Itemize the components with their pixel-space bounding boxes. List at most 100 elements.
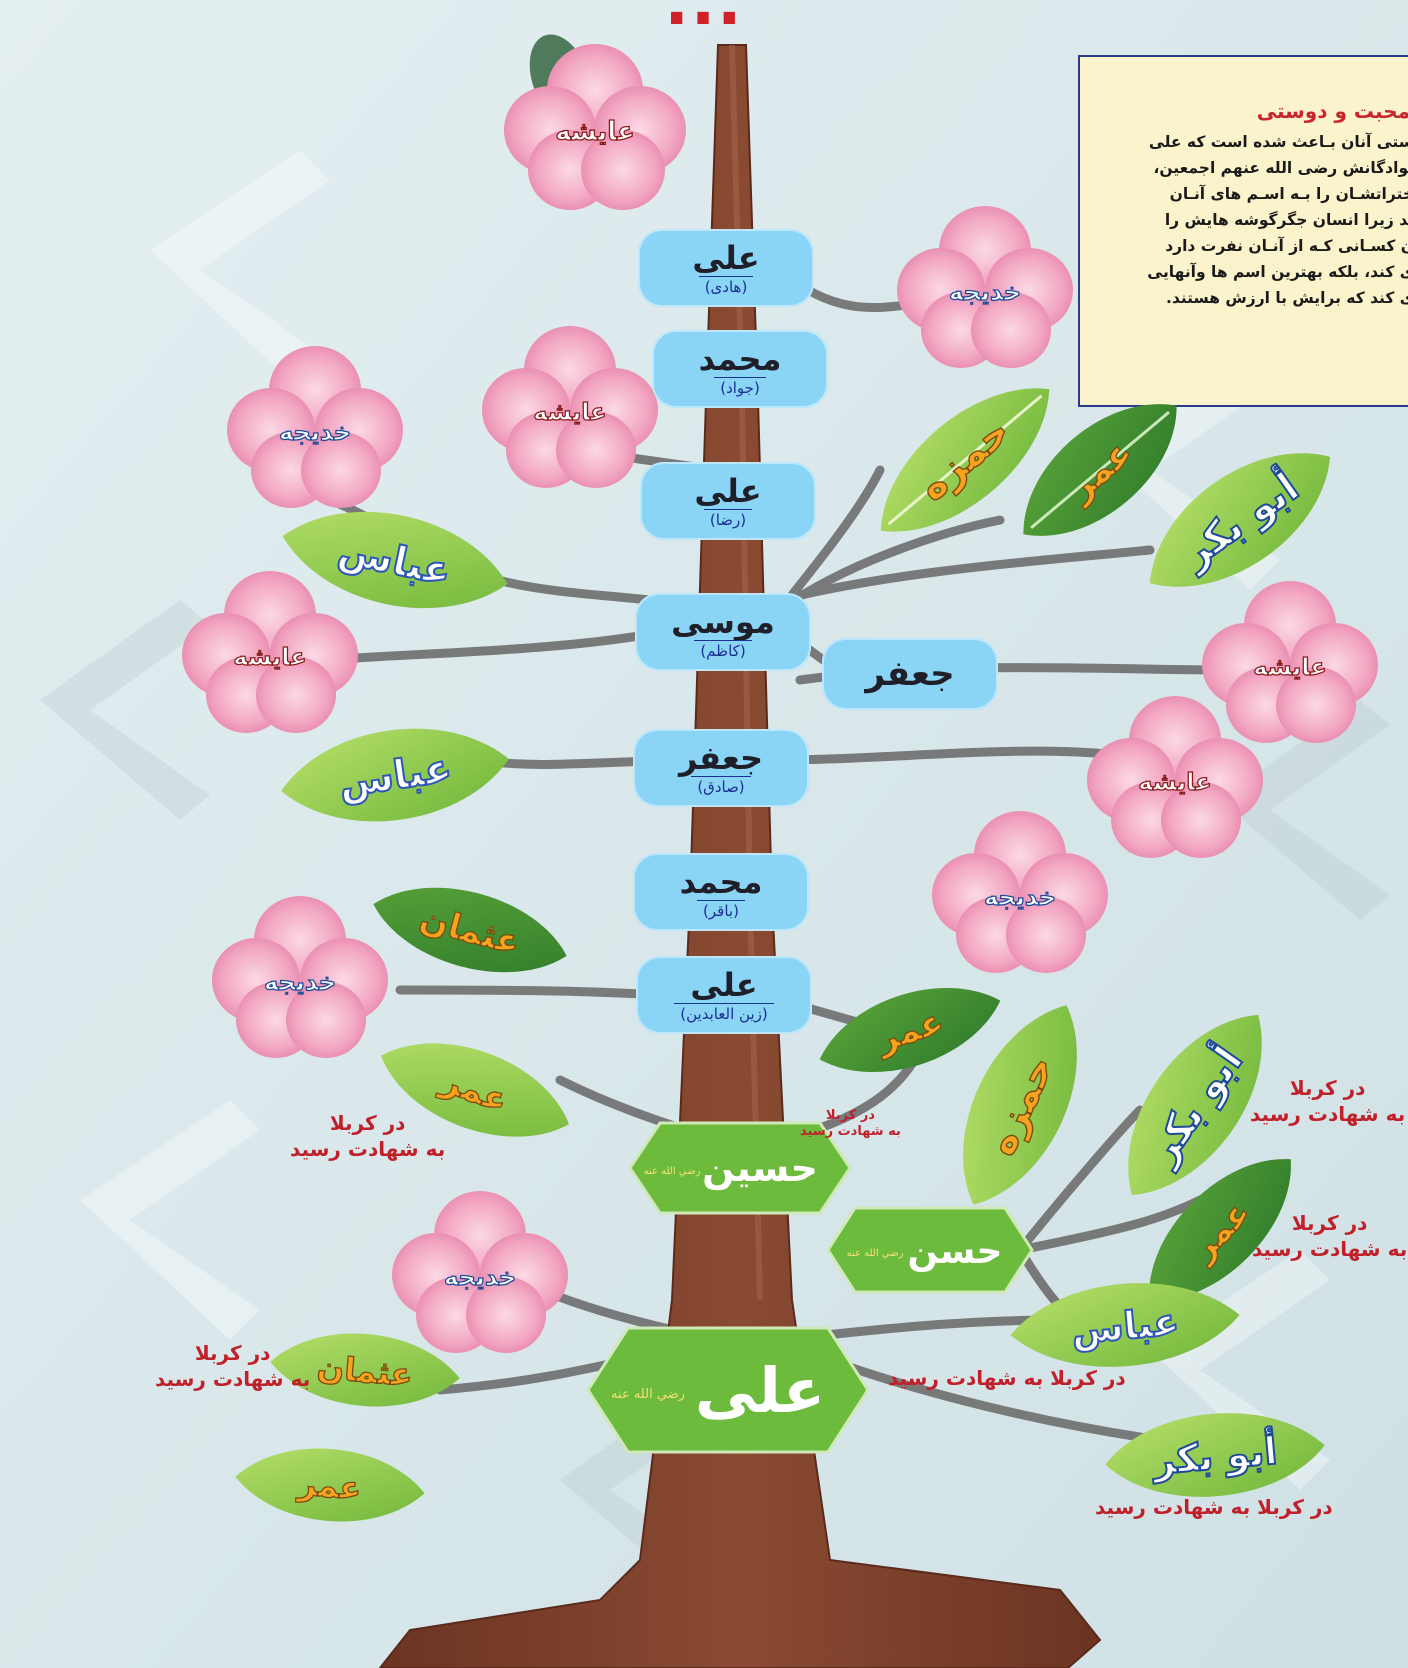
info-line: ختراتشـان را بـه اسـم های آنـان (1169, 185, 1408, 203)
info-line: ی کند که برایش با ارزش هستند. (1166, 289, 1408, 307)
note-line: در کربلا (1289, 1076, 1366, 1100)
imam-title: (کاظم) (694, 639, 752, 661)
karbala-note-omar-left: در کربلا به شهادت رسید (290, 1110, 445, 1162)
leaf-omar-1: عمر (1023, 404, 1177, 536)
flower-khadija-2: خدیجه (227, 346, 403, 508)
karbala-note-abbas: در کربلا به شهادت رسید (888, 1366, 1126, 1390)
hexagon-hasan-label: حسن (908, 1231, 1003, 1272)
imam-pill: علی (هادی) (638, 229, 814, 307)
flower-khadija-1: خدیجه (897, 206, 1073, 368)
imam-title: (رضا) (703, 508, 753, 530)
imam-pill: موسی (کاظم) (635, 593, 811, 671)
flower-label: عایشه (233, 643, 306, 671)
flower-label: خدیجه (264, 968, 336, 996)
info-line: ستی آنان بـاعث شده است که علی (1148, 133, 1408, 151)
imam-title: (زین العابدین) (674, 1002, 774, 1024)
flower-khadija-4: خدیجه (212, 896, 388, 1058)
info-heading: محبت و دوستی (1256, 99, 1408, 123)
leaf-label: عباس (1069, 1299, 1181, 1352)
leaf-label: عمر (295, 1464, 363, 1508)
leaf-abbas-3: عباس (1010, 1283, 1240, 1367)
karbala-note-abubakr-bottom: در کربلا به شهادت رسید (1095, 1495, 1333, 1519)
karbala-note-hussein: در کربلا به شهادت رسید (800, 1108, 901, 1140)
note-line: در کربلا (194, 1341, 271, 1365)
honorific: رضي الله عنه (847, 1248, 904, 1259)
info-line: ی کند، بلکه بهترین اسم ها وآنهایی (1147, 263, 1408, 281)
flower-khadija-3: خدیجه (932, 811, 1108, 973)
note-line: در کربلا به شهادت رسید (1095, 1495, 1333, 1519)
flower-aisha-3: عایشه (182, 571, 358, 733)
info-line: ن کسـانی کـه از آنـان نفرت دارد (1165, 237, 1408, 255)
flower-label: خدیجه (949, 278, 1021, 306)
note-line: به شهادت رسید (1252, 1237, 1408, 1261)
leaf-abbas-2: عباس (281, 728, 509, 822)
imam-name: علی (692, 238, 760, 277)
leaf-uthman-1: عثمان (373, 887, 567, 973)
imam-title: (باقر) (697, 899, 745, 921)
imam-name: علی (694, 471, 762, 510)
flower-label: عایشه (555, 117, 635, 147)
flower-aisha-2: عایشه (482, 326, 658, 488)
imam-name: محمد (679, 862, 763, 901)
note-line: در کربلا (825, 1108, 875, 1123)
flower-label: خدیجه (444, 1263, 516, 1291)
imam-pill: جعفر (صادق) (633, 729, 809, 807)
note-line: به شهادت رسید (800, 1124, 901, 1139)
karbala-note-omar-right: در کربلا به شهادت رسید (1252, 1210, 1407, 1262)
flower-khadija-5: خدیجه (392, 1191, 568, 1353)
leaf-omar-3: عمر (381, 1043, 569, 1137)
flower-aisha-1: عایشه (504, 34, 686, 210)
hexagon-hussein-label: حسین (702, 1146, 818, 1190)
imam-pill: علی (زین العابدین) (636, 956, 812, 1034)
leaf-omar-5: عمر (235, 1448, 425, 1522)
imam-title: (هادی) (698, 275, 754, 297)
leaf-hamzah-2: حمزه (963, 1005, 1077, 1205)
honorific: رضي الله عنه (611, 1387, 685, 1402)
flower-label: عایشه (1138, 768, 1211, 796)
page-title: ... (664, 0, 744, 40)
note-line: به شهادت رسید (1250, 1102, 1406, 1126)
imam-title: (صادق) (691, 775, 751, 797)
honorific: رضي الله عنه (644, 1166, 701, 1177)
karbala-note-abubakr: در کربلا به شهادت رسید (1250, 1075, 1405, 1127)
hexagon-ali: رضي الله عنه علی (586, 1326, 870, 1454)
hexagon-hussein: رضي الله عنه حسین (628, 1121, 852, 1215)
flower-aisha-5: عایشه (1087, 696, 1263, 858)
imam-pill: علی (رضا) (640, 462, 816, 540)
note-line: در کربلا (1291, 1211, 1368, 1235)
imam-title: (جواد) (714, 376, 766, 398)
imam-name: محمد (698, 339, 782, 378)
jafar-name: جعفر (865, 654, 955, 694)
info-box: محبت و دوستی ستی آنان بـاعث شده است که ع… (1078, 55, 1408, 407)
imam-name: موسی (671, 602, 775, 641)
info-body: ستی آنان بـاعث شده است که علی نوادگانش ر… (1080, 129, 1408, 311)
karbala-note-uthman: در کربلا به شهادت رسید (155, 1340, 310, 1392)
note-line: در کربلا به شهادت رسید (888, 1366, 1126, 1390)
info-line: نوادگانش رضی الله عنهم اجمعین، (1153, 159, 1408, 177)
imam-name: علی (690, 965, 758, 1004)
leaf-abubakr-3: أبو بكر (1105, 1413, 1325, 1497)
flower-label: خدیجه (279, 418, 351, 446)
flower-aisha-4: عایشه (1202, 581, 1378, 743)
note-line: به شهادت رسید (155, 1367, 311, 1391)
note-line: به شهادت رسید (290, 1137, 446, 1161)
note-line: در کربلا (329, 1111, 406, 1135)
leaf-abbas-1: عباس (282, 511, 508, 609)
leaf-omar-2: عمر (819, 988, 1001, 1072)
leaf-uthman-2: عثمان (270, 1333, 460, 1407)
flower-label: عایشه (533, 398, 606, 426)
title-strip: ... (0, 0, 1408, 42)
flower-label: خدیجه (984, 883, 1056, 911)
info-line: ند زیرا انسان جگرگوشه هایش را (1164, 211, 1408, 229)
hexagon-hasan: رضي الله عنه حسن (826, 1206, 1034, 1294)
hexagon-ali-label: علی (695, 1354, 825, 1427)
leaf-omar-4: عمر (1149, 1159, 1291, 1301)
leaf-label: عثمان (316, 1348, 415, 1394)
imam-name: جعفر (678, 738, 764, 777)
imam-pill: محمد (جواد) (652, 330, 828, 408)
jafar-brother-pill: جعفر (822, 638, 998, 710)
